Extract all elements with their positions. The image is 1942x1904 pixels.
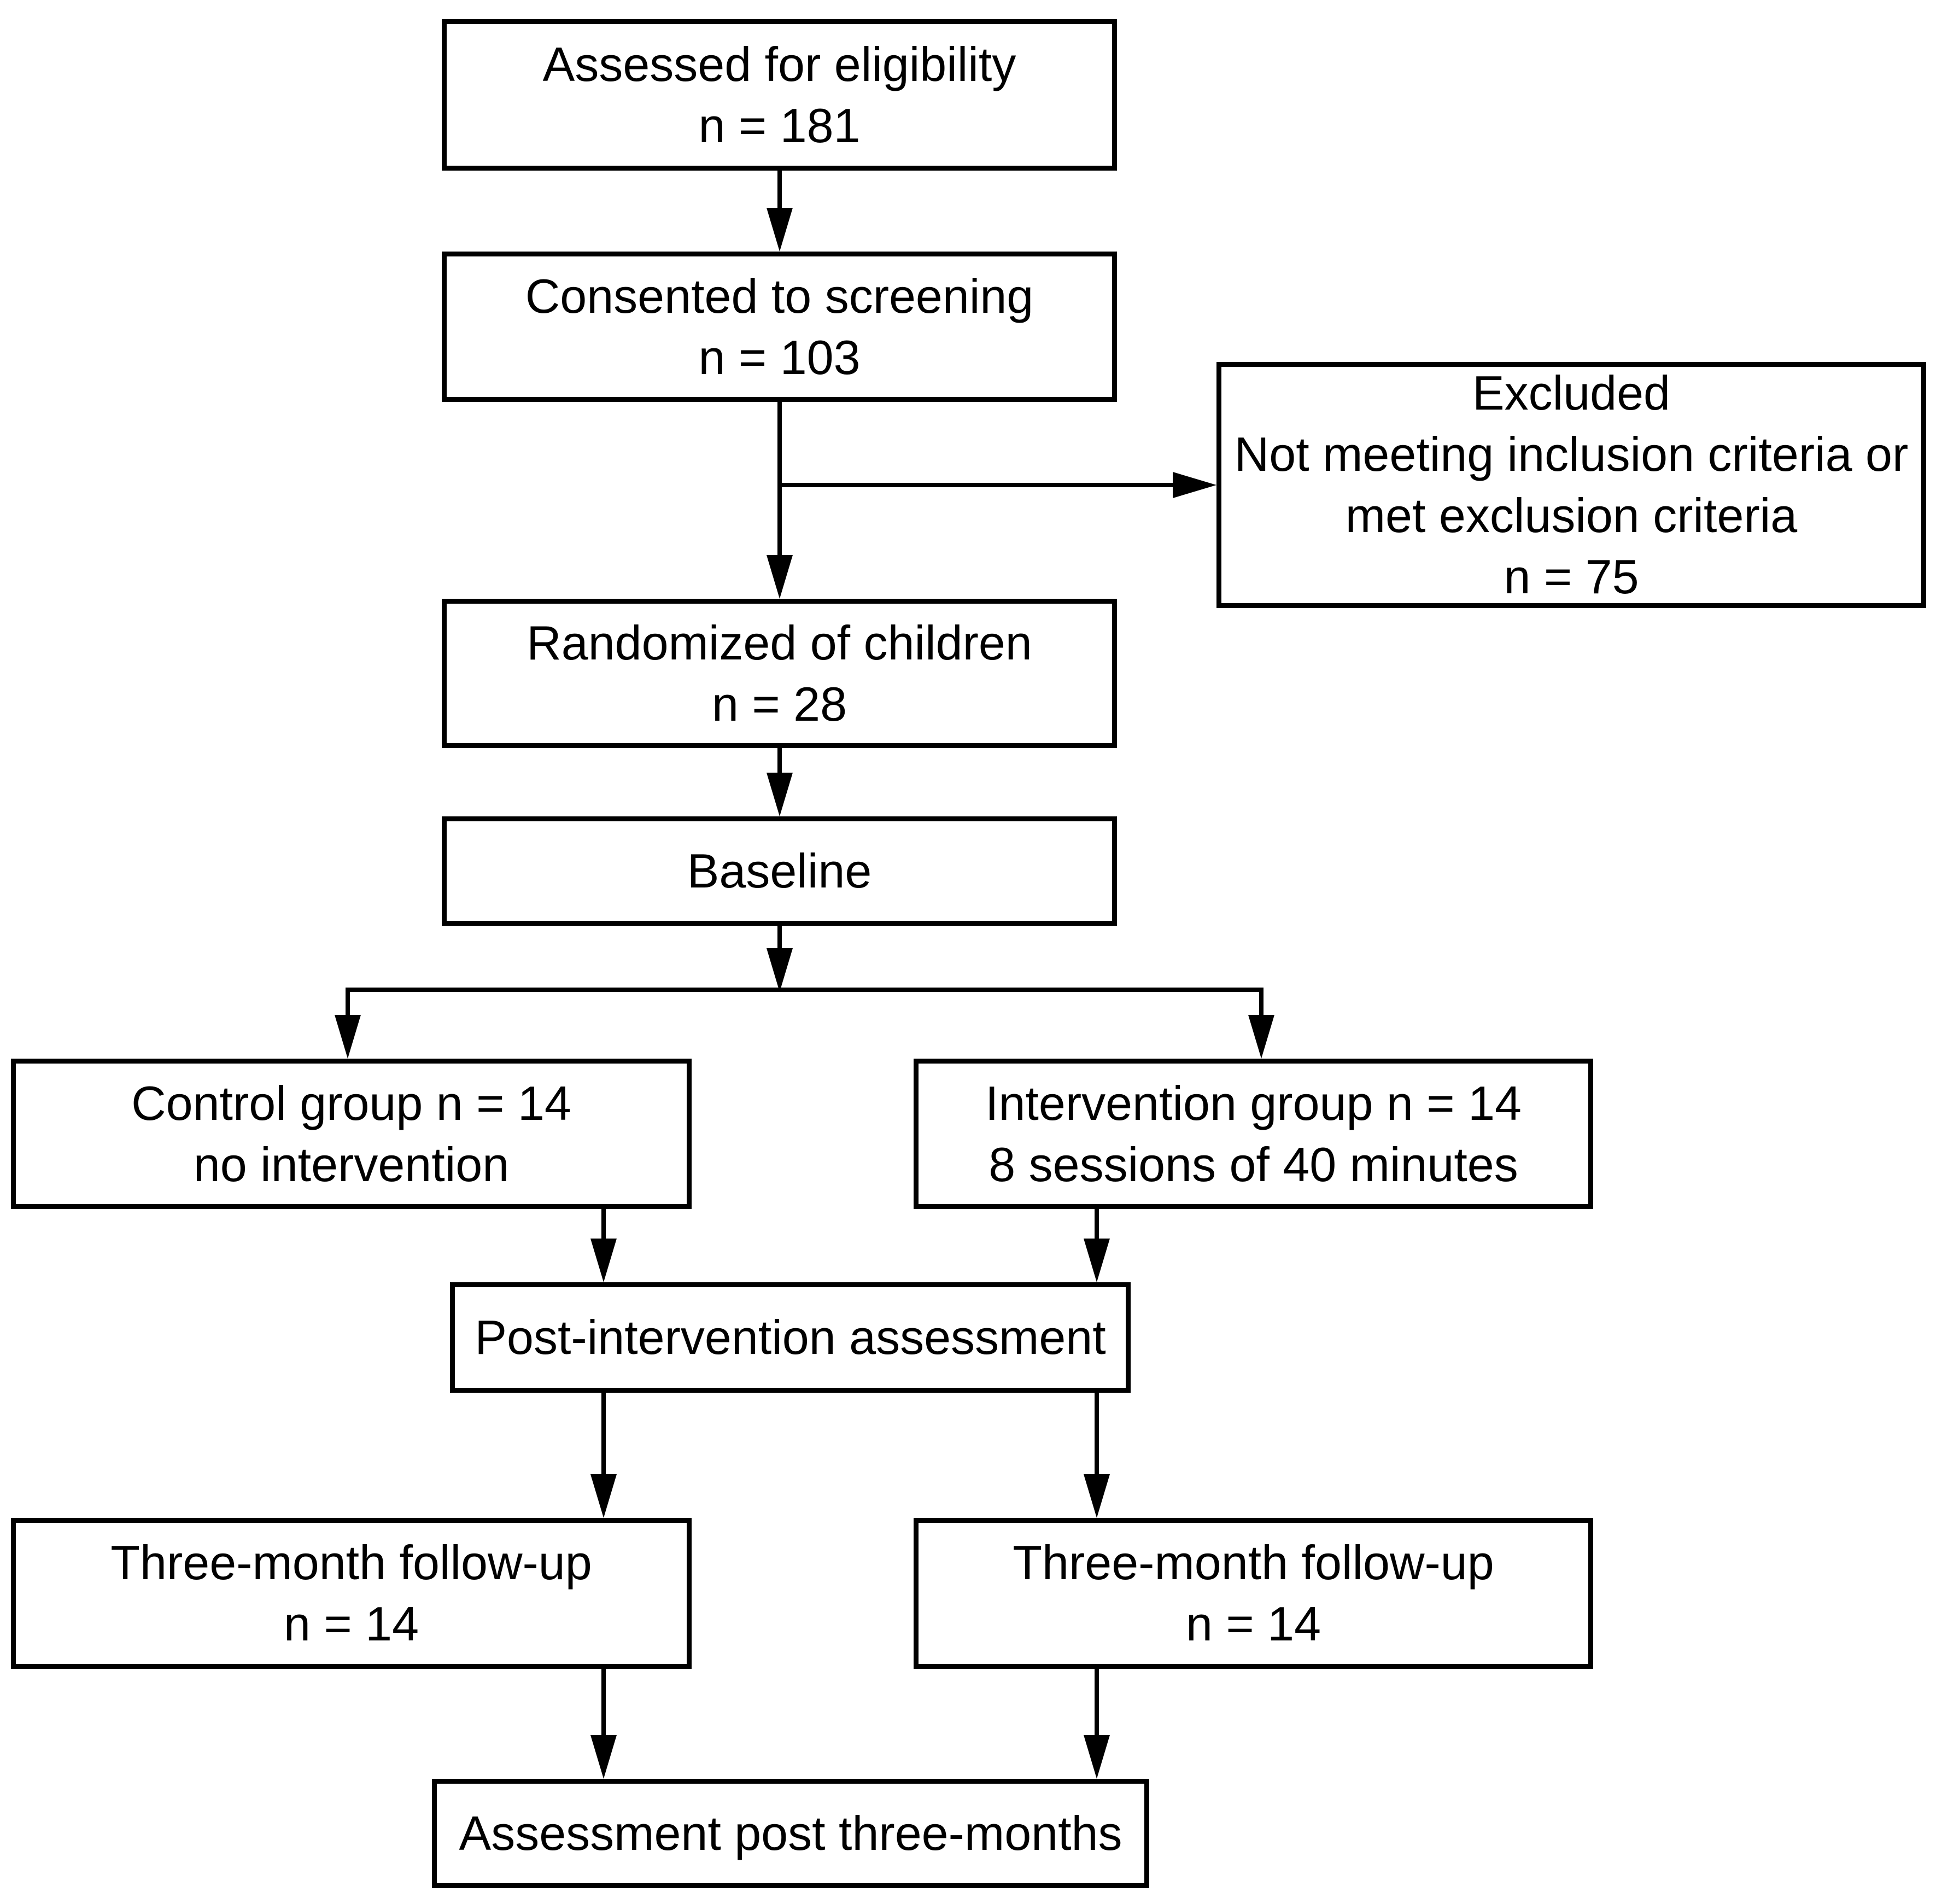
box-text-line: Baseline	[687, 844, 872, 898]
arrow-down-icon	[590, 1474, 617, 1518]
arrow-down-icon	[1084, 1735, 1110, 1779]
connector-assessed-consented	[777, 171, 782, 208]
box-text-line: Intervention group n = 14	[985, 1076, 1522, 1130]
box-text-line: Three-month follow-up	[110, 1535, 592, 1590]
box-text-line: Not meeting inclusion criteria or	[1234, 427, 1909, 481]
connector-consented-randomized	[777, 402, 782, 555]
connector-split-bar	[346, 988, 1264, 992]
arrow-right-icon	[1173, 472, 1216, 498]
box-text-line: Assessment post three-months	[459, 1806, 1122, 1860]
flow-box-baseline: Baseline	[442, 816, 1117, 926]
box-text-line: met exclusion criteria	[1345, 488, 1798, 542]
connector-intervention-post	[1095, 1209, 1099, 1239]
box-text-line: n = 14	[283, 1597, 419, 1651]
connector-randomized-baseline	[777, 748, 782, 773]
connector-followup-left-final	[601, 1669, 606, 1735]
box-text-line: Excluded	[1472, 366, 1670, 420]
connector-branch-excluded	[777, 483, 1175, 487]
flow-box-randomized: Randomized of children n = 28	[442, 599, 1117, 748]
arrow-down-icon	[590, 1239, 617, 1282]
arrow-down-icon	[1084, 1239, 1110, 1282]
flow-box-excluded: Excluded Not meeting inclusion criteria …	[1216, 362, 1926, 608]
box-text-line: n = 28	[711, 676, 847, 731]
box-text-line: n = 75	[1504, 550, 1639, 604]
arrow-down-icon	[1248, 1015, 1274, 1059]
box-text-line: n = 14	[1185, 1597, 1321, 1651]
box-text-line: Consented to screening	[525, 268, 1034, 323]
box-text-line: Three-month follow-up	[1013, 1535, 1494, 1590]
flow-box-control-group: Control group n = 14 no intervention	[11, 1059, 692, 1209]
flow-box-followup-intervention: Three-month follow-up n = 14	[914, 1518, 1593, 1669]
arrow-down-icon	[335, 1015, 361, 1059]
flow-box-assessed: Assessed for eligibility n = 181	[442, 19, 1117, 171]
arrow-down-icon	[590, 1735, 617, 1779]
box-text-line: n = 181	[698, 98, 861, 153]
box-text-line: Assessed for eligibility	[542, 37, 1016, 91]
flow-box-intervention-group: Intervention group n = 14 8 sessions of …	[914, 1059, 1593, 1209]
arrow-down-icon	[1084, 1474, 1110, 1518]
flow-box-final-assessment: Assessment post three-months	[432, 1779, 1149, 1888]
arrow-down-icon	[767, 555, 793, 599]
arrow-down-icon	[767, 208, 793, 252]
connector-followup-right-final	[1095, 1669, 1099, 1735]
box-text-line: Post-intervention assessment	[475, 1310, 1106, 1364]
box-text-line: n = 103	[698, 330, 861, 384]
box-text-line: 8 sessions of 40 minutes	[988, 1137, 1518, 1192]
connector-post-followup-right	[1095, 1393, 1099, 1474]
connector-post-followup-left	[601, 1393, 606, 1474]
box-text-line: Control group n = 14	[131, 1076, 571, 1130]
arrow-down-icon	[767, 773, 793, 816]
box-text-line: Randomized of children	[527, 615, 1032, 670]
connector-control-post	[601, 1209, 606, 1239]
arrow-down-icon	[767, 948, 793, 992]
flow-box-post-intervention: Post-intervention assessment	[450, 1282, 1131, 1393]
connector-split-control	[346, 988, 350, 1015]
flow-box-followup-control: Three-month follow-up n = 14	[11, 1518, 692, 1669]
connector-split-intervention	[1259, 988, 1264, 1015]
box-text-line: no intervention	[193, 1137, 510, 1192]
connector-baseline-split	[777, 926, 782, 948]
flow-box-consented: Consented to screening n = 103	[442, 252, 1117, 402]
